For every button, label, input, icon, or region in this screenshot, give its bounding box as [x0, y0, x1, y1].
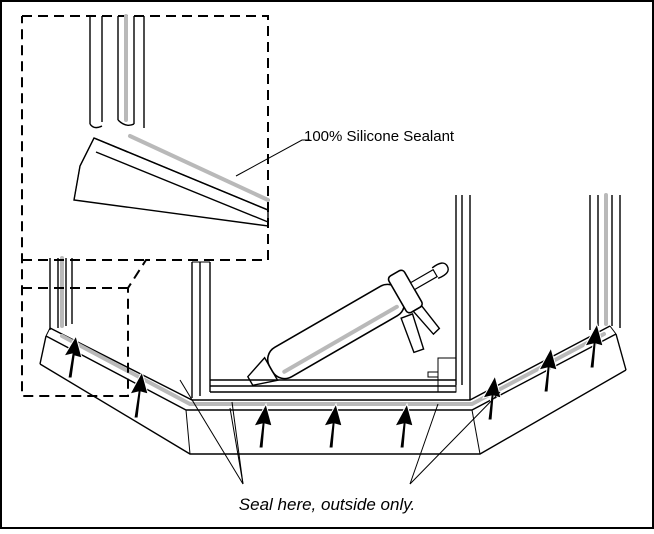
- leader-lines: [179, 139, 501, 485]
- up-arrow-icon: [62, 334, 83, 379]
- seal-arrows: [62, 322, 604, 449]
- up-arrow-icon: [482, 374, 502, 421]
- zoom-detail: [21, 14, 270, 397]
- up-arrow-icon: [323, 402, 343, 449]
- shower-door-frames: [49, 193, 621, 400]
- up-arrow-icon: [129, 370, 149, 419]
- sealant-label: 100% Silicone Sealant: [304, 128, 455, 145]
- up-arrow-icon: [538, 346, 558, 393]
- caulking-gun-icon: [246, 262, 449, 387]
- up-arrow-icon: [394, 402, 414, 449]
- up-arrow-icon: [253, 402, 273, 449]
- seal-caption: Seal here, outside only.: [239, 495, 415, 514]
- shower-base-curb: [39, 325, 627, 455]
- up-arrow-icon: [584, 322, 604, 369]
